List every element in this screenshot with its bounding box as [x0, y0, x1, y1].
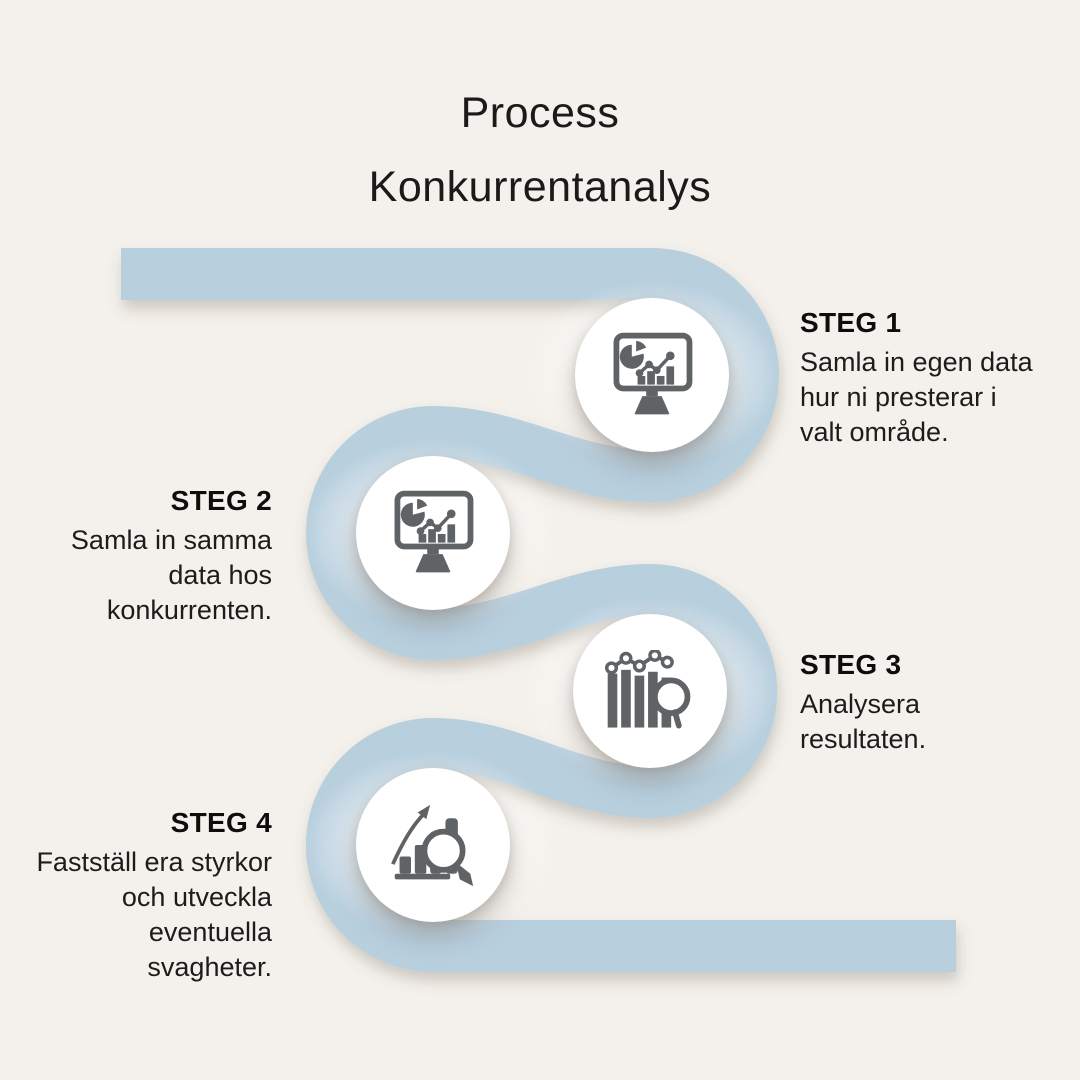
step-4-text-block: STEG 4 Fastställ era styrkor och utveckl… [0, 806, 272, 985]
step-3-text-block: STEG 3 Analysera resultaten. [800, 648, 1080, 757]
step-4-label: STEG 4 [170, 807, 272, 838]
title-line-2: Konkurrentanalys [368, 163, 712, 211]
step-4-node [356, 768, 510, 922]
step-2-node [356, 456, 510, 610]
step-1-node [575, 298, 729, 452]
page-title: Process Konkurrentanalys [0, 76, 1080, 224]
step-3-label: STEG 3 [800, 649, 902, 680]
step-2-text-block: STEG 2 Samla in samma data hos konkurren… [0, 484, 272, 628]
step-1-text-block: STEG 1 Samla in egen data hur ni prester… [800, 306, 1080, 450]
monitor-analytics-icon [394, 490, 474, 573]
step-3-description: Analysera resultaten. [800, 689, 927, 754]
step-1-description: Samla in egen data hur ni presterar i va… [800, 347, 1033, 447]
monitor-analytics-icon [613, 332, 693, 415]
title-line-1: Process [460, 89, 620, 137]
growth-chart-search-icon [391, 804, 474, 887]
step-2-label: STEG 2 [170, 485, 272, 516]
step-4-description: Fastställ era styrkor och utveckla event… [36, 847, 272, 982]
step-1-label: STEG 1 [800, 307, 902, 338]
step-3-node [573, 614, 727, 768]
bar-chart-search-icon [605, 650, 691, 729]
step-2-description: Samla in samma data hos konkurrenten. [70, 525, 272, 625]
